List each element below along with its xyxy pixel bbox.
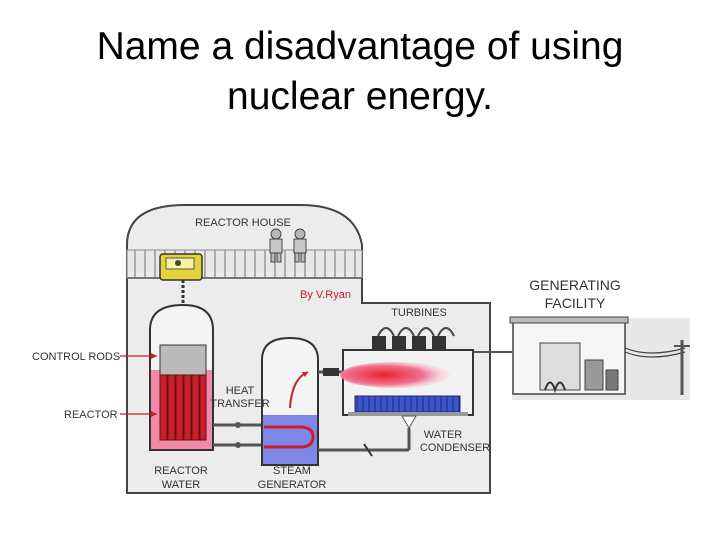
turbines xyxy=(372,327,455,349)
steam-generator-label-1: STEAM xyxy=(273,465,311,477)
generating-label-1: GENERATING xyxy=(529,277,621,293)
crane-cab xyxy=(159,253,203,281)
title-line-1: Name a disadvantage of using xyxy=(96,25,624,68)
steam-generator-label-2: GENERATOR xyxy=(258,479,327,491)
generating-label-2: FACILITY xyxy=(545,295,606,311)
control-rods-label: CONTROL RODS xyxy=(32,351,120,363)
title-line-2: nuclear energy. xyxy=(227,75,493,118)
heat-transfer-label-2: TRANSFER xyxy=(210,398,269,410)
control-rods xyxy=(159,374,207,441)
steam-valve xyxy=(323,368,339,376)
steam-generator xyxy=(261,336,319,466)
turbines-label: TURBINES xyxy=(391,307,447,319)
reactor-water-label-2: WATER xyxy=(162,479,201,491)
reactor-vessel xyxy=(149,303,214,451)
turbine-hall: TURBINES xyxy=(340,307,474,416)
condenser xyxy=(318,415,417,457)
water-condenser-label-1: WATER xyxy=(424,429,463,441)
generating-facility: GENERATING FACILITY xyxy=(509,277,690,400)
water-condenser-label-2: CONDENSER xyxy=(420,442,490,454)
reactor-water-label-1: REACTOR xyxy=(154,465,208,477)
heat-transfer-label-1: HEAT xyxy=(226,385,255,397)
slide-title: Name a disadvantage of using nuclear ene… xyxy=(0,22,720,122)
reactor-house-label: REACTOR HOUSE xyxy=(195,217,291,229)
worker-figures xyxy=(269,228,307,263)
primary-pipes xyxy=(213,422,262,448)
reactor-label: REACTOR xyxy=(64,409,118,421)
author-label: By V.Ryan xyxy=(300,289,351,301)
